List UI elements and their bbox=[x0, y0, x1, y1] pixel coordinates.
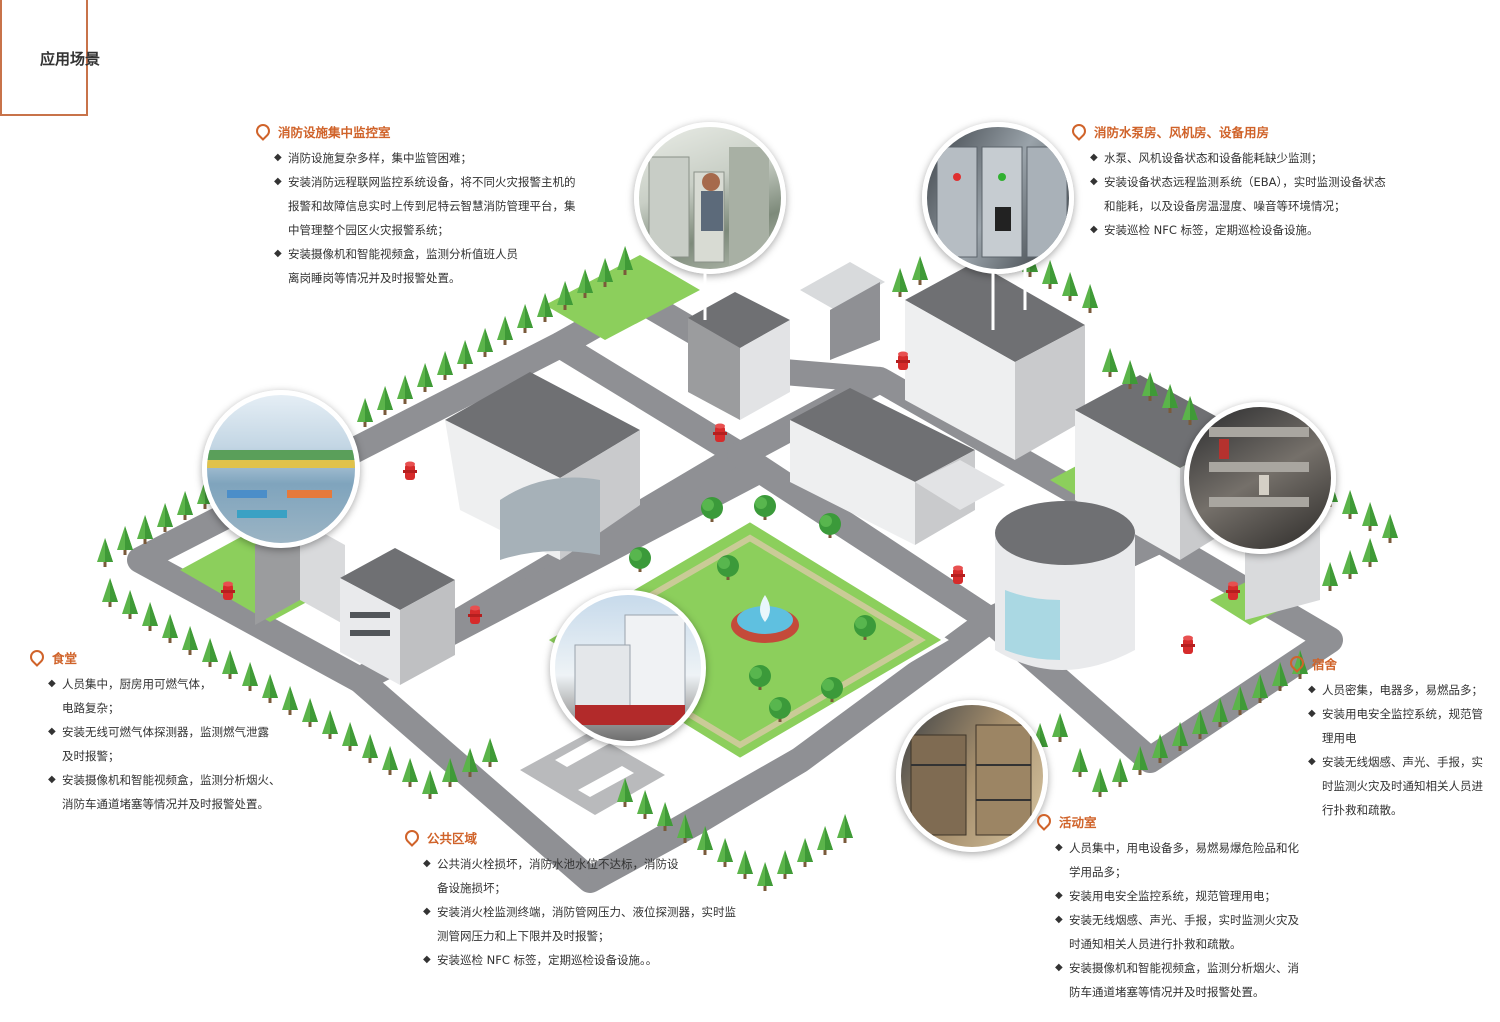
list-item: 人员密集，电器多，易燃品多； bbox=[1308, 678, 1490, 702]
list-item: 安装摄像机和智能视频盒，监测分析烟火、消防车通道堵塞等情况并及时报警处置。 bbox=[1055, 956, 1301, 1004]
list-item: 公共消火栓损坏，消防水池水位不达标，消防设备设施损坏； bbox=[423, 852, 687, 900]
panel-dormitory: 宿舍 人员密集，电器多，易燃品多； 安装用电安全监控系统，规范管理用电 安装无线… bbox=[1287, 653, 1490, 822]
location-pin-icon bbox=[1069, 121, 1089, 141]
panel-title: 宿舍 bbox=[1287, 653, 1490, 676]
list-item: 安装无线烟感、声光、手报，实时监测火灾及时通知相关人员进行扑救和疏散。 bbox=[1308, 750, 1490, 822]
location-pin-icon bbox=[1034, 811, 1054, 831]
photo-monitoring-room bbox=[634, 122, 786, 274]
location-pin-icon bbox=[27, 647, 47, 667]
title-frame-left bbox=[0, 0, 2, 114]
page-title: 应用场景 bbox=[40, 50, 101, 68]
list-item: 安装摄像机和智能视频盒，监测分析值班人员离岗睡岗等情况并及时报警处置。 bbox=[274, 242, 518, 290]
panel-title: 活动室 bbox=[1034, 811, 1297, 834]
list-item: 安装用电安全监控系统，规范管理用电； bbox=[1055, 884, 1297, 908]
panel-canteen: 食堂 人员集中，厨房用可燃气体，电路复杂； 安装无线可燃气体探测器，监测燃气泄露… bbox=[27, 647, 290, 816]
list-item: 水泵、风机设备状态和设备能耗缺少监测； bbox=[1090, 146, 1392, 170]
list-item: 安装巡检 NFC 标签，定期巡检设备设施。 bbox=[1090, 218, 1392, 242]
photo-pump-room bbox=[922, 122, 1074, 274]
list-item: 人员集中，厨房用可燃气体，电路复杂； bbox=[48, 672, 222, 720]
list-item: 安装摄像机和智能视频盒，监测分析烟火、消防车通道堵塞等情况并及时报警处置。 bbox=[48, 768, 290, 816]
location-pin-icon bbox=[253, 121, 273, 141]
location-pin-icon bbox=[1287, 653, 1307, 673]
title-frame bbox=[0, 0, 88, 116]
panel-title: 消防设施集中监控室 bbox=[253, 121, 586, 144]
panel-title: 公共区域 bbox=[402, 827, 735, 850]
list-item: 安装消火栓监测终端，消防管网压力、液位探测器，实时监测管网压力和上下限并及时报警… bbox=[423, 900, 742, 948]
photo-dormitory bbox=[1184, 402, 1336, 554]
panel-title: 食堂 bbox=[27, 647, 290, 670]
panel-public-area: 公共区域 公共消火栓损坏，消防水池水位不达标，消防设备设施损坏； 安装消火栓监测… bbox=[402, 827, 736, 972]
list-item: 安装无线可燃气体探测器，监测燃气泄露及时报警； bbox=[48, 720, 277, 768]
list-item: 安装用电安全监控系统，规范管理用电 bbox=[1308, 702, 1490, 750]
photo-activity-room bbox=[896, 700, 1048, 852]
panel-title: 消防水泵房、风机房、设备用房 bbox=[1069, 121, 1392, 144]
location-pin-icon bbox=[402, 827, 422, 847]
panel-monitoring-room: 消防设施集中监控室 消防设施复杂多样，集中监管困难； 安装消防远程联网监控系统设… bbox=[253, 121, 586, 290]
list-item: 消防设施复杂多样，集中监管困难； bbox=[274, 146, 586, 170]
list-item: 人员集中，用电设备多，易燃易爆危险品和化学用品多； bbox=[1055, 836, 1301, 884]
panel-pump-room: 消防水泵房、风机房、设备用房 水泵、风机设备状态和设备能耗缺少监测； 安装设备状… bbox=[1069, 121, 1392, 242]
list-item: 安装设备状态远程监测系统（EBA），实时监测设备状态和能耗，以及设备房温湿度、噪… bbox=[1090, 170, 1392, 218]
list-item: 安装无线烟感、声光、手报，实时监测火灾及时通知相关人员进行扑救和疏散。 bbox=[1055, 908, 1301, 956]
photo-canteen bbox=[202, 390, 360, 548]
panel-activity-room: 活动室 人员集中，用电设备多，易燃易爆危险品和化学用品多； 安装用电安全监控系统… bbox=[1034, 811, 1299, 1004]
list-item: 安装消防远程联网监控系统设备，将不同火灾报警主机的报警和故障信息实时上传到尼特云… bbox=[274, 170, 586, 242]
photo-public-area bbox=[550, 590, 706, 746]
list-item: 安装巡检 NFC 标签，定期巡检设备设施。。 bbox=[423, 948, 735, 972]
